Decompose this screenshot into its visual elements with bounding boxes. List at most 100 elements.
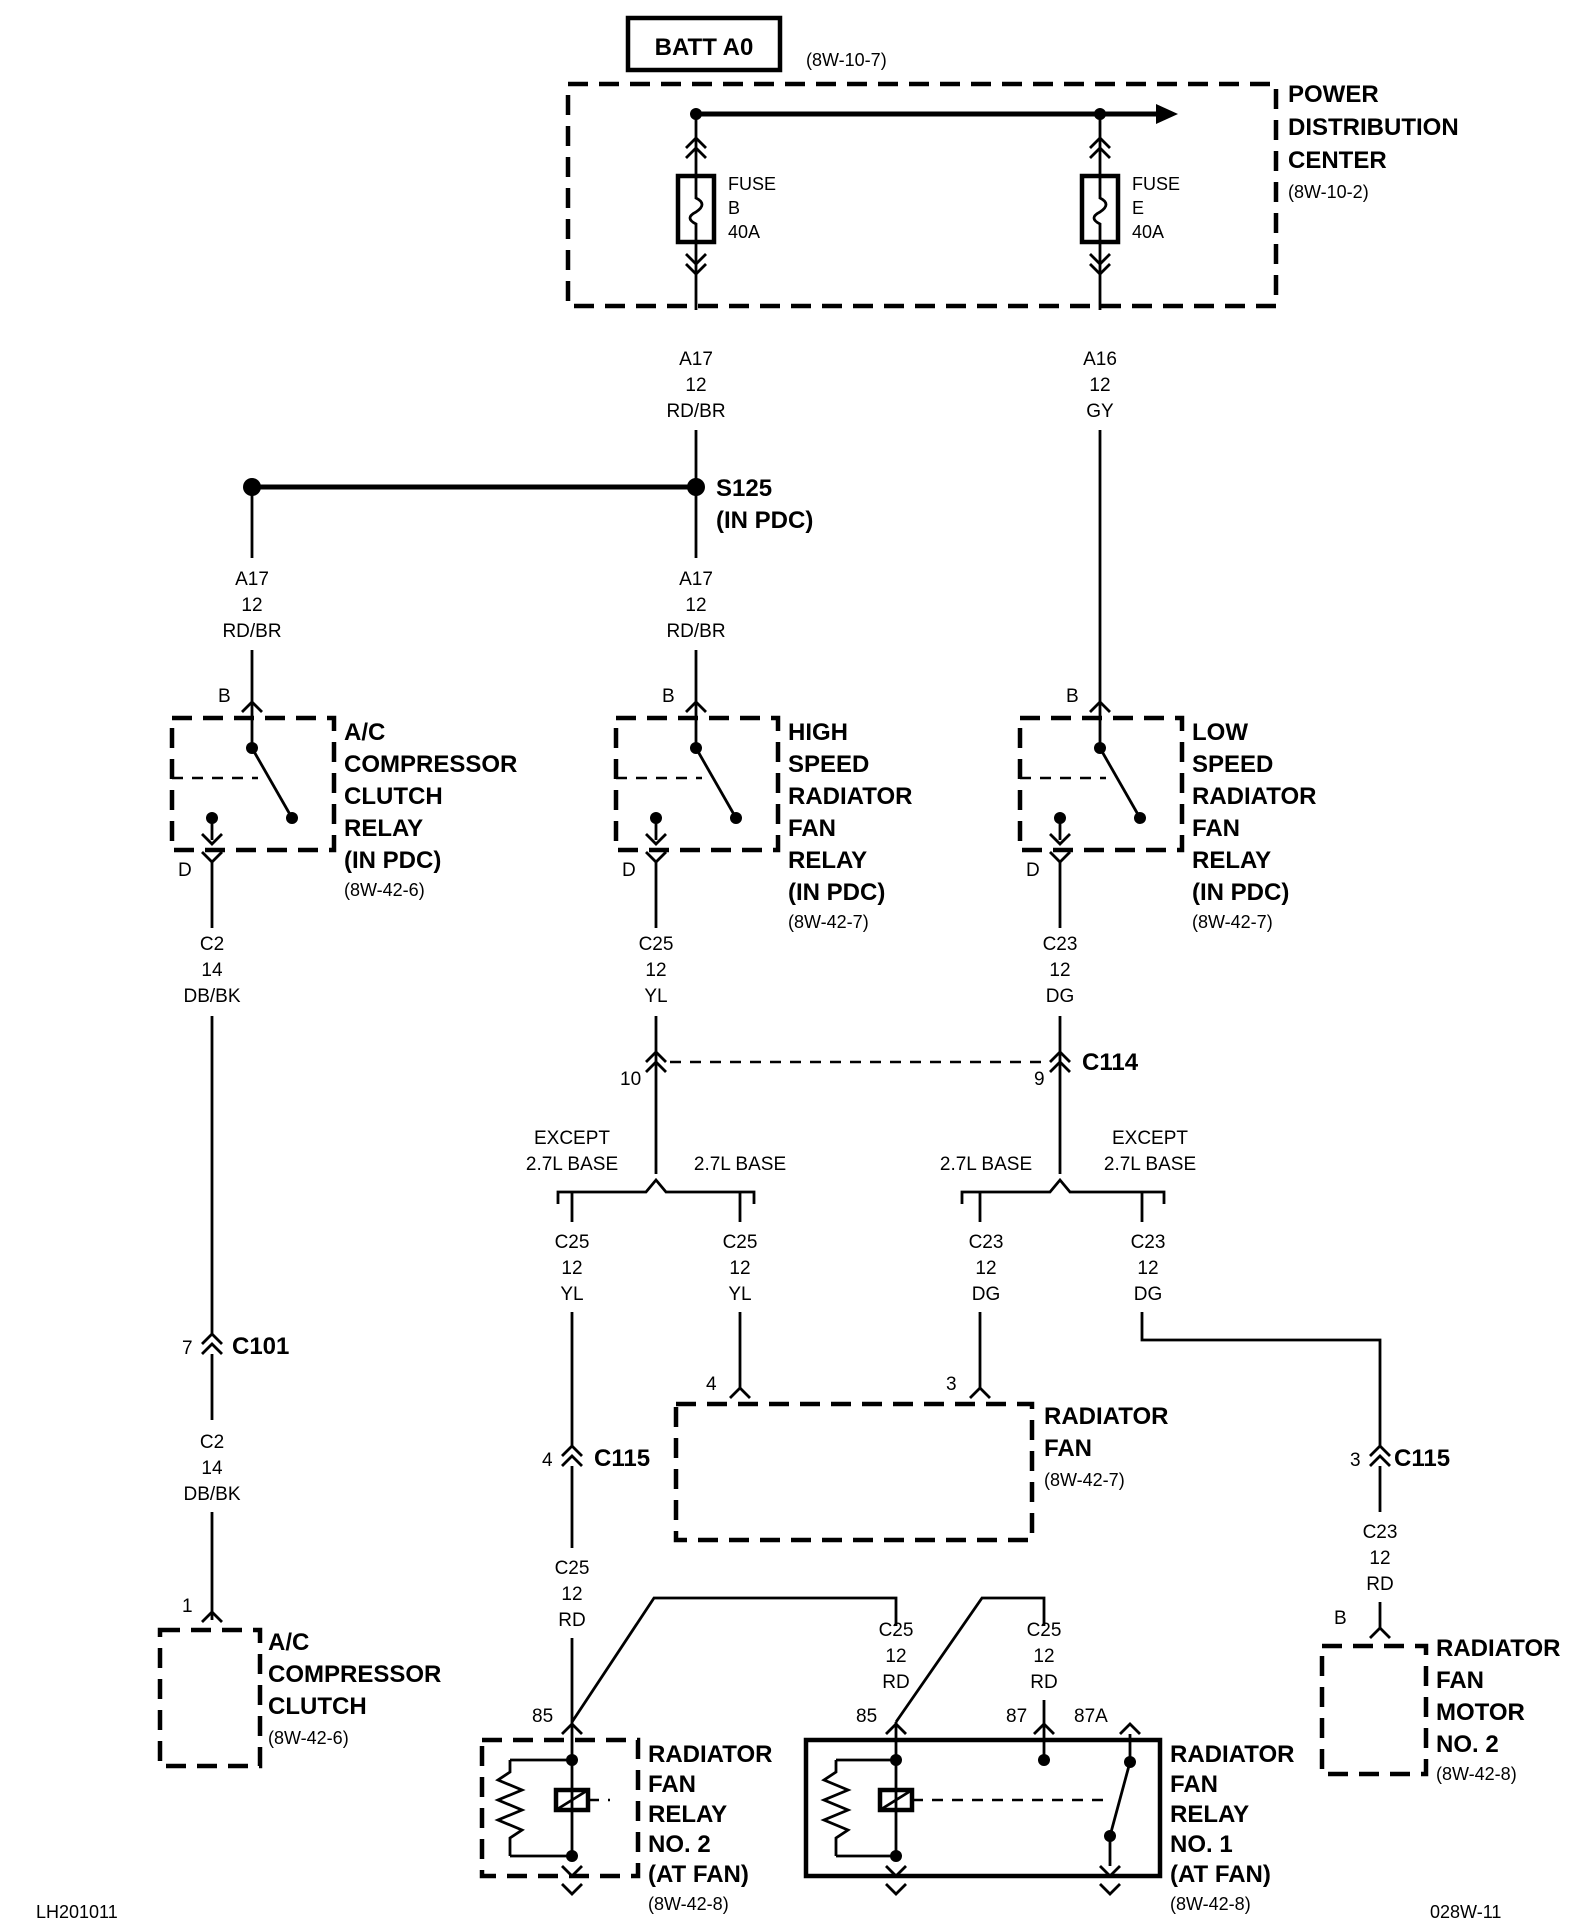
connector-c115-right: 3 C115 — [1350, 1444, 1450, 1472]
svg-text:4: 4 — [542, 1450, 553, 1471]
batt-ref: (8W-10-7) — [806, 50, 887, 70]
svg-text:NO. 2: NO. 2 — [648, 1831, 711, 1858]
branch-low: 2.7L BASE EXCEPT 2.7L BASE — [940, 1128, 1196, 1222]
fuse-b-l3: 40A — [728, 222, 760, 242]
svg-text:RD: RD — [1366, 1574, 1393, 1595]
svg-text:C115: C115 — [594, 1445, 650, 1472]
wire-a16: A16 12 GY — [1083, 349, 1117, 422]
svg-text:EXCEPT: EXCEPT — [534, 1128, 610, 1149]
wire-c25-yl: C25 12 YL — [639, 934, 674, 1007]
pdc-label-1: POWER — [1288, 81, 1379, 108]
svg-text:C23: C23 — [1131, 1232, 1166, 1253]
wire-c23-dg: C23 12 DG — [1043, 934, 1078, 1007]
svg-text:4: 4 — [706, 1374, 717, 1395]
pdc-ref: (8W-10-2) — [1288, 182, 1369, 202]
svg-text:(IN PDC): (IN PDC) — [1192, 879, 1289, 906]
svg-text:RELAY: RELAY — [344, 815, 423, 842]
svg-text:RD: RD — [558, 1610, 585, 1631]
svg-text:A17: A17 — [235, 569, 269, 590]
svg-text:RELAY: RELAY — [648, 1801, 727, 1828]
svg-text:C25: C25 — [879, 1620, 914, 1641]
svg-text:14: 14 — [201, 960, 223, 981]
svg-text:FAN: FAN — [1044, 1435, 1092, 1462]
svg-text:RELAY: RELAY — [788, 847, 867, 874]
svg-text:RELAY: RELAY — [1170, 1801, 1249, 1828]
svg-text:2.7L BASE: 2.7L BASE — [940, 1154, 1032, 1175]
svg-text:B: B — [1066, 686, 1079, 707]
fuse-e-l3: 40A — [1132, 222, 1164, 242]
svg-text:2.7L BASE: 2.7L BASE — [526, 1154, 618, 1175]
svg-text:12: 12 — [1089, 375, 1110, 396]
svg-text:FAN: FAN — [648, 1771, 696, 1798]
wire-c25-rd-right: C25 12 RD — [1027, 1620, 1062, 1693]
svg-text:3: 3 — [1350, 1450, 1361, 1471]
connector-c115-left: 4 C115 — [542, 1444, 650, 1472]
svg-text:(IN PDC): (IN PDC) — [716, 507, 813, 534]
svg-text:MOTOR: MOTOR — [1436, 1699, 1525, 1726]
svg-text:C25: C25 — [555, 1558, 590, 1579]
svg-text:12: 12 — [561, 1584, 582, 1605]
power-distribution-center: POWER DISTRIBUTION CENTER (8W-10-2) FUSE… — [565, 81, 1459, 310]
svg-text:YL: YL — [560, 1284, 583, 1305]
svg-text:C25: C25 — [1027, 1620, 1062, 1641]
svg-text:C23: C23 — [1363, 1522, 1398, 1543]
svg-text:A17: A17 — [679, 569, 713, 590]
low-speed-radiator-fan-relay: B D LOW SPEED RADIATOR FAN RELAY (IN PDC… — [1017, 686, 1316, 932]
svg-text:SPEED: SPEED — [788, 751, 869, 778]
svg-text:(8W-42-6): (8W-42-6) — [344, 880, 425, 900]
pin-b-label: B — [218, 686, 231, 707]
svg-text:RD/BR: RD/BR — [222, 621, 281, 642]
svg-text:DG: DG — [972, 1284, 1001, 1305]
fuse-e-l2: E — [1132, 198, 1144, 218]
svg-text:NO. 1: NO. 1 — [1170, 1831, 1233, 1858]
wire-c25-yl-b: C25 12 YL — [723, 1232, 758, 1305]
svg-text:(AT FAN): (AT FAN) — [1170, 1861, 1271, 1888]
svg-text:12: 12 — [685, 375, 706, 396]
connector-c101: 7 C101 — [182, 1332, 289, 1360]
svg-text:RD: RD — [1030, 1672, 1057, 1693]
svg-text:(8W-42-8): (8W-42-8) — [1170, 1894, 1251, 1914]
branch-high: EXCEPT 2.7L BASE 2.7L BASE — [526, 1128, 786, 1222]
svg-text:DB/BK: DB/BK — [183, 986, 240, 1007]
svg-text:C23: C23 — [969, 1232, 1004, 1253]
svg-text:12: 12 — [241, 595, 262, 616]
svg-text:RD/BR: RD/BR — [666, 621, 725, 642]
svg-text:(IN PDC): (IN PDC) — [344, 847, 441, 874]
svg-text:C25: C25 — [639, 934, 674, 955]
svg-text:1: 1 — [182, 1596, 193, 1617]
svg-text:(AT FAN): (AT FAN) — [648, 1861, 749, 1888]
svg-text:DG: DG — [1046, 986, 1075, 1007]
svg-text:RELAY: RELAY — [1192, 847, 1271, 874]
svg-text:RD: RD — [882, 1672, 909, 1693]
svg-text:DG: DG — [1134, 1284, 1163, 1305]
svg-text:RADIATOR: RADIATOR — [1192, 783, 1316, 810]
svg-text:85: 85 — [856, 1706, 877, 1727]
svg-text:RD/BR: RD/BR — [666, 401, 725, 422]
svg-text:10: 10 — [620, 1069, 641, 1090]
svg-text:COMPRESSOR: COMPRESSOR — [268, 1661, 441, 1688]
svg-text:C25: C25 — [723, 1232, 758, 1253]
svg-text:(8W-42-7): (8W-42-7) — [1044, 1470, 1125, 1490]
svg-text:3: 3 — [946, 1374, 957, 1395]
svg-text:12: 12 — [885, 1646, 906, 1667]
radiator-fan-relay-2: 85 RADIATOR FAN RELAY NO. 2 (AT FAN) (8W… — [479, 1706, 772, 1914]
fuse-b-l1: FUSE — [728, 174, 776, 194]
wire-c2-low: C2 14 DB/BK — [183, 1432, 240, 1505]
svg-text:12: 12 — [1137, 1258, 1158, 1279]
svg-text:9: 9 — [1034, 1069, 1045, 1090]
svg-text:12: 12 — [1369, 1548, 1390, 1569]
svg-text:RADIATOR: RADIATOR — [1044, 1403, 1168, 1430]
svg-text:A16: A16 — [1083, 349, 1117, 370]
svg-text:A/C: A/C — [268, 1629, 309, 1656]
svg-text:LOW: LOW — [1192, 719, 1248, 746]
wire-c23-dg-a: C23 12 DG — [969, 1232, 1004, 1305]
svg-text:SPEED: SPEED — [1192, 751, 1273, 778]
wire-c25-rd-mid: C25 12 RD — [879, 1620, 914, 1693]
svg-text:C114: C114 — [1082, 1049, 1139, 1076]
svg-text:B: B — [662, 686, 675, 707]
svg-text:GY: GY — [1086, 401, 1114, 422]
svg-text:14: 14 — [201, 1458, 223, 1479]
svg-text:NO. 2: NO. 2 — [1436, 1731, 1499, 1758]
pdc-label-2: DISTRIBUTION — [1288, 114, 1459, 141]
batt-label: BATT A0 — [655, 34, 754, 61]
